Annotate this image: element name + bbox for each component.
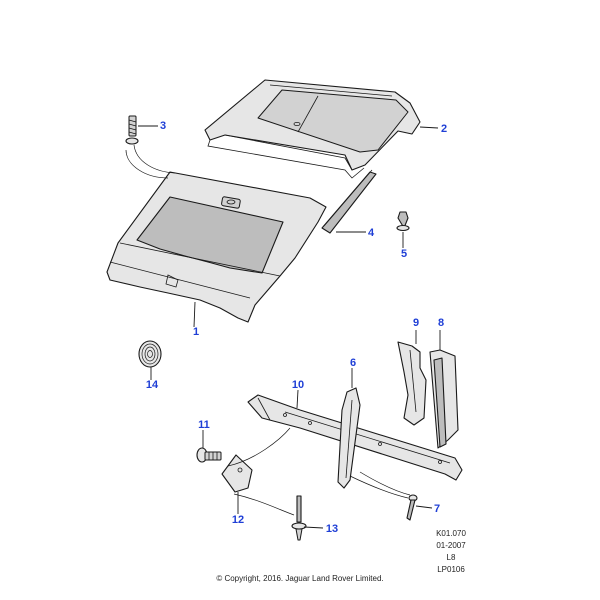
ref-illustration-id: LP0106: [437, 565, 465, 574]
callout-7: 7: [434, 503, 440, 515]
callout-4: 4: [368, 227, 375, 239]
pillar-trim-6: [337, 387, 361, 489]
callout-13: 13: [326, 523, 338, 535]
callout-2: 2: [441, 123, 447, 135]
callout-1: 1: [193, 326, 199, 338]
fastener-7: [406, 494, 418, 521]
leader-lines: [138, 125, 441, 529]
bolt-11: [196, 447, 222, 463]
copyright-notice: © Copyright, 2016. Jaguar Land Rover Lim…: [216, 574, 384, 583]
ref-model: L8: [446, 553, 456, 562]
callout-14: 14: [146, 379, 159, 391]
bracket-12: [221, 454, 253, 493]
callout-12: 12: [232, 514, 244, 526]
ref-code: K01.070: [436, 529, 466, 538]
screw-3: [125, 115, 139, 145]
pillar-trim-8: [429, 349, 459, 449]
pillar-trim-9: [397, 341, 427, 426]
callout-3: 3: [160, 120, 166, 132]
push-clip-13: [291, 495, 307, 541]
association-lines: [125, 144, 411, 516]
callout-8: 8: [438, 317, 444, 329]
roof-outer-panel: [204, 79, 421, 179]
clip-5: [396, 211, 410, 232]
ref-date: 01-2007: [436, 541, 466, 550]
callout-11: 11: [198, 419, 210, 431]
callout-labels: 1 2 3 4 5 6 7 8 9 10 11 12 13 14: [146, 120, 447, 535]
headlining-panel: [106, 171, 327, 323]
callout-5: 5: [401, 248, 407, 260]
roof-rail-strip: [321, 169, 377, 234]
callout-9: 9: [413, 317, 419, 329]
callout-6: 6: [350, 357, 356, 369]
coil-seal-14: [138, 340, 162, 368]
callout-10: 10: [292, 379, 304, 391]
